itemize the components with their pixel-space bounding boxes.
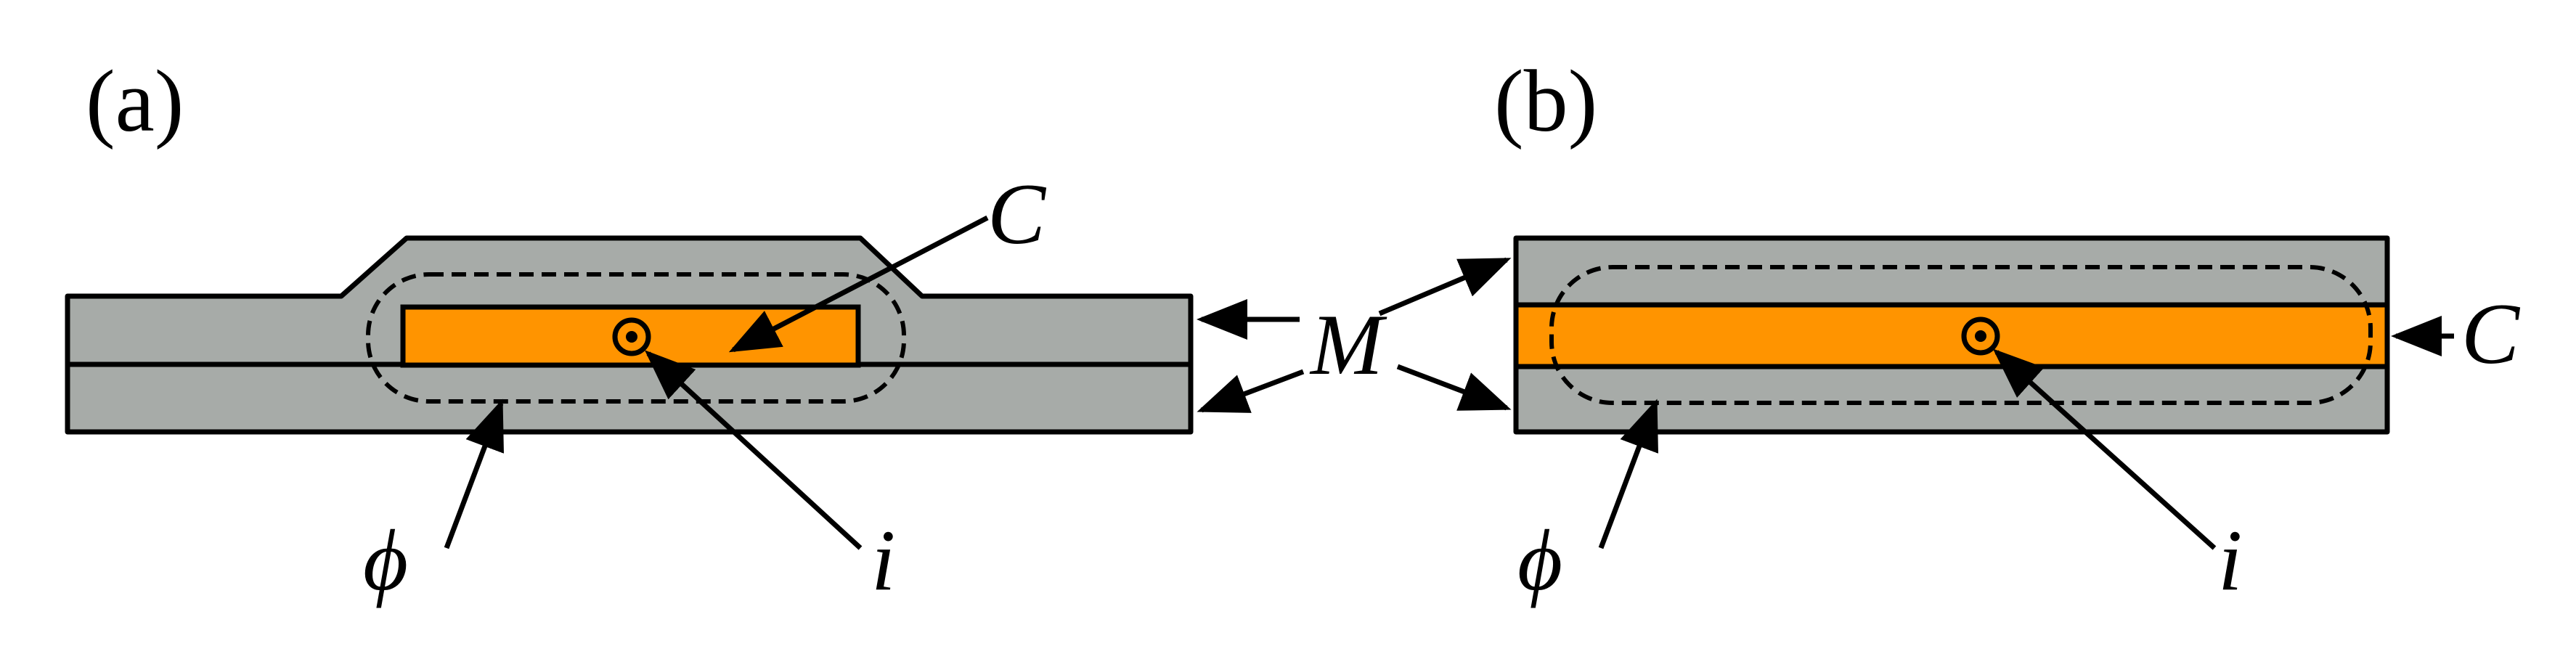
panel-a-flux-arrow [444,399,504,549]
panel-a-current-label: i [871,512,895,608]
panel-b-label: (b) [1494,52,1597,150]
panel-a-bottom-metal-layer [65,361,1194,435]
panel-b-top-metal-layer [1513,235,2390,308]
panel-a-current-arrow [644,350,863,550]
panel-a-conductor-arrow [728,215,989,353]
panel-b-current-out-of-page-icon [1961,316,2000,356]
metal-label: M [1309,296,1387,393]
panel-a: (a) C i ϕ M [65,52,1387,608]
panel-a-flux-path [366,272,906,404]
panel-a-current-out-of-page-icon [612,317,651,356]
panel-a-conductor-label: C [987,166,1047,262]
metal-arrow-to-b-top [1378,257,1512,316]
panel-b-conductor [1513,302,2390,369]
panel-b-current-arrow [1992,348,2217,550]
panel-a-flux-label: ϕ [363,512,408,608]
panel-b: (b) C i ϕ [1378,52,2521,608]
panel-b-current-label: i [2218,512,2242,608]
panel-b-flux-path [1549,265,2373,405]
metal-arrow-to-b-bottom [1396,364,1512,411]
panel-a-label: (a) [86,52,184,150]
panel-b-conductor-label: C [2461,285,2521,382]
panel-b-flux-label: ϕ [1517,512,1562,608]
panel-b-bottom-metal-layer [1513,364,2390,435]
metal-arrow-to-a-bottom [1197,369,1305,413]
panel-b-flux-arrow [1598,399,1658,549]
